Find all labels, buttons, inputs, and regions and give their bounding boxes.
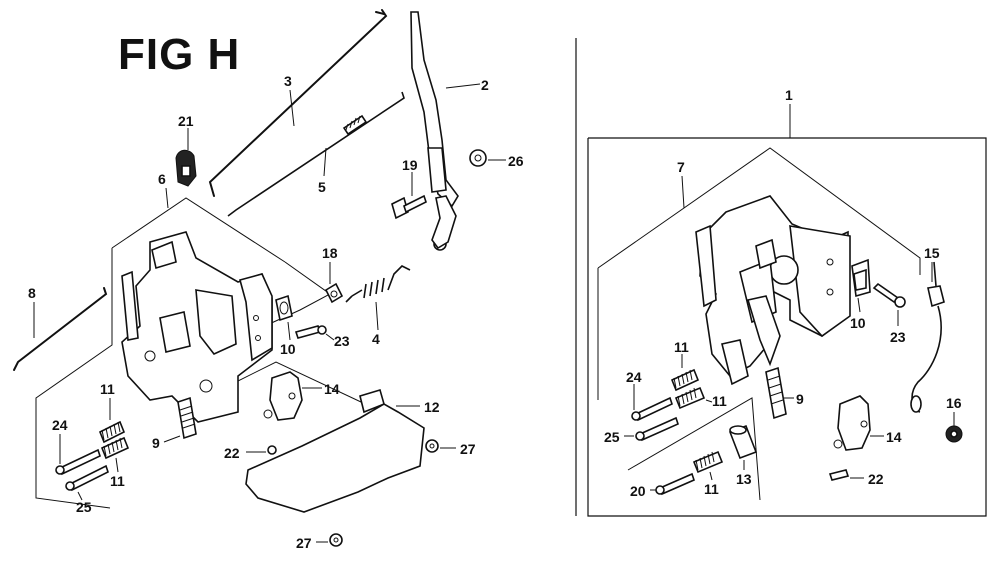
callout-22-right: 22 (868, 471, 884, 487)
callout-10-right: 10 (850, 315, 866, 331)
callout-18: 18 (322, 245, 338, 261)
callout-22-left: 22 (224, 445, 240, 461)
sleeve-13-part (728, 424, 758, 460)
governor-rod-part (208, 9, 388, 197)
callout-24-right: 24 (626, 369, 642, 385)
left-assembly-outline (111, 197, 286, 263)
callout-24-left: 24 (52, 417, 68, 433)
spring-rod-part (227, 91, 405, 217)
nut-16-part (945, 425, 963, 443)
bolt-25b-part (635, 416, 679, 442)
callout-16: 16 (946, 395, 962, 411)
callout-12: 12 (424, 399, 440, 415)
switch-14-right-part (833, 395, 871, 451)
left-assembly-outline-2 (35, 248, 113, 509)
callout-9-right: 9 (796, 391, 804, 407)
leader-10b (857, 297, 861, 313)
callout-20: 20 (630, 483, 646, 499)
leader-10 (287, 321, 291, 341)
figure-title: FIG H (118, 30, 241, 79)
callout-10-left: 10 (280, 341, 296, 357)
spring-9-right-part (765, 366, 787, 420)
callout-14-right: 14 (886, 429, 902, 445)
callout-25-left: 25 (76, 499, 92, 515)
callout-7: 7 (677, 159, 685, 175)
screw-27b-part (329, 533, 343, 547)
leader-9a (163, 435, 181, 443)
callout-19: 19 (402, 157, 418, 173)
callout-2: 2 (481, 77, 489, 93)
screw-27a-part (425, 439, 439, 453)
springs-11-left-part (98, 420, 130, 460)
bolt-25a-part (65, 464, 109, 492)
bolt-20-part (655, 472, 695, 496)
leader-23 (325, 333, 335, 341)
callout-27-right: 27 (460, 441, 476, 457)
leader-4 (375, 301, 379, 331)
leader-25a (77, 491, 83, 501)
screw-23-part (294, 325, 327, 339)
bolt-18-part (324, 282, 344, 304)
callout-14-left: 14 (324, 381, 340, 397)
callout-15: 15 (924, 245, 940, 261)
callout-6: 6 (158, 171, 166, 187)
callout-26: 26 (508, 153, 524, 169)
callout-27-bottom: 27 (296, 535, 312, 551)
callout-11-left-bottom: 11 (110, 473, 125, 489)
control-bracket-7-part (695, 195, 851, 386)
left-assembly-outline-3 (255, 261, 331, 331)
spring-4-part (345, 265, 411, 303)
assembly-bracket (587, 137, 987, 517)
rod-8-part (13, 287, 108, 371)
callout-11-right-top: 11 (674, 339, 689, 355)
ground-wire-15-part (910, 261, 945, 413)
leader-6 (165, 187, 169, 209)
leader-7 (681, 175, 685, 209)
callout-23-right: 23 (890, 329, 906, 345)
callout-3: 3 (284, 73, 292, 89)
throttle-lever-part (410, 11, 459, 251)
leader-2 (445, 83, 481, 89)
callout-13: 13 (736, 471, 752, 487)
switch-14-part (263, 371, 303, 421)
leader-11b (115, 457, 119, 473)
bolt-19-part (391, 194, 427, 220)
callout-23-left: 23 (334, 333, 350, 349)
leader-11e (709, 471, 713, 481)
spring-9-left-part (177, 396, 197, 440)
callout-11-right-bottom: 11 (704, 481, 719, 497)
callout-8: 8 (28, 285, 36, 301)
callout-11-left-top: 11 (100, 381, 115, 397)
sub-assembly-outline-3 (627, 397, 761, 501)
leader-3 (289, 89, 295, 127)
callout-4: 4 (372, 331, 380, 347)
nut-26-part (469, 149, 487, 167)
clip-21-part (175, 149, 197, 187)
callout-25-right: 25 (604, 429, 620, 445)
leader-5 (323, 147, 327, 177)
springs-11-right-part (670, 368, 724, 474)
screw-23-right-part (872, 282, 906, 308)
clip-10-right-part (851, 258, 871, 298)
bolt-24b-part (631, 396, 673, 422)
bolt-24a-part (55, 448, 101, 476)
callout-11-right-mid: 11 (712, 393, 727, 409)
callout-21: 21 (178, 113, 194, 129)
callout-1: 1 (785, 87, 793, 103)
clip-10-part (275, 294, 293, 322)
control-bracket-6-part (121, 231, 273, 423)
cover-plate-12-part (245, 389, 425, 513)
callout-5: 5 (318, 179, 326, 195)
callout-9-left: 9 (152, 435, 160, 451)
screw-22-right-part (828, 469, 850, 481)
leader-11d (705, 399, 713, 403)
screw-22a-part (267, 445, 277, 455)
